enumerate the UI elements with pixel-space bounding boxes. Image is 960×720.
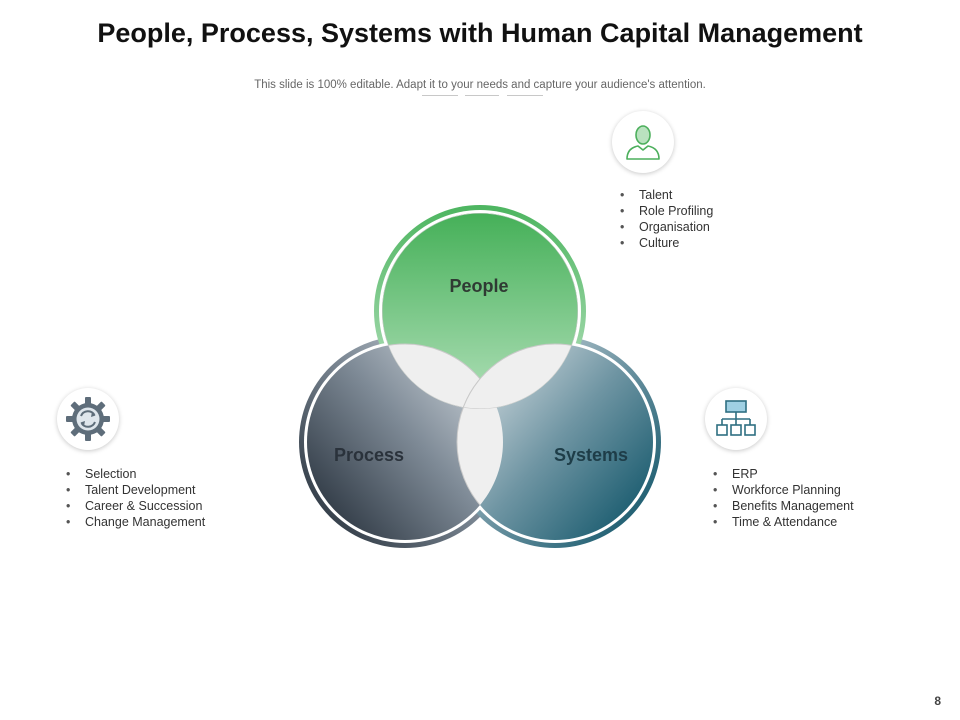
people-systems-overlap [456, 343, 578, 409]
list-item: Change Management [66, 514, 205, 530]
list-item: Role Profiling [620, 203, 713, 219]
people-bullet-list: Talent Role Profiling Organisation Cultu… [620, 187, 713, 251]
user-icon [626, 125, 660, 160]
people-process-overlap [382, 343, 504, 409]
subtitle-underline-3 [507, 95, 543, 96]
subtitle-underline-2 [465, 95, 499, 96]
systems-icon-badge [705, 388, 767, 450]
list-item: Selection [66, 466, 205, 482]
list-item: Benefits Management [713, 498, 854, 514]
org-chart-icon [716, 400, 756, 436]
people-icon-badge [612, 111, 674, 173]
list-item: ERP [713, 466, 854, 482]
process-icon-badge [57, 388, 119, 450]
systems-bullet-list: ERP Workforce Planning Benefits Manageme… [713, 466, 854, 530]
process-label: Process [334, 445, 404, 465]
slide-subtitle: This slide is 100% editable. Adapt it to… [254, 79, 706, 91]
list-item: Career & Succession [66, 498, 205, 514]
list-item: Organisation [620, 219, 713, 235]
list-item: Culture [620, 235, 713, 251]
list-item: Time & Attendance [713, 514, 854, 530]
gear-refresh-icon [66, 397, 110, 441]
systems-label: Systems [554, 445, 628, 465]
people-label: People [449, 276, 508, 296]
page-number: 8 [934, 694, 941, 708]
subtitle-underline-1 [422, 95, 458, 96]
list-item: Talent [620, 187, 713, 203]
slide-title: People, Process, Systems with Human Capi… [97, 18, 863, 48]
process-bullet-list: Selection Talent Development Career & Su… [66, 466, 205, 530]
list-item: Talent Development [66, 482, 205, 498]
process-systems-overlap [456, 344, 503, 540]
list-item: Workforce Planning [713, 482, 854, 498]
